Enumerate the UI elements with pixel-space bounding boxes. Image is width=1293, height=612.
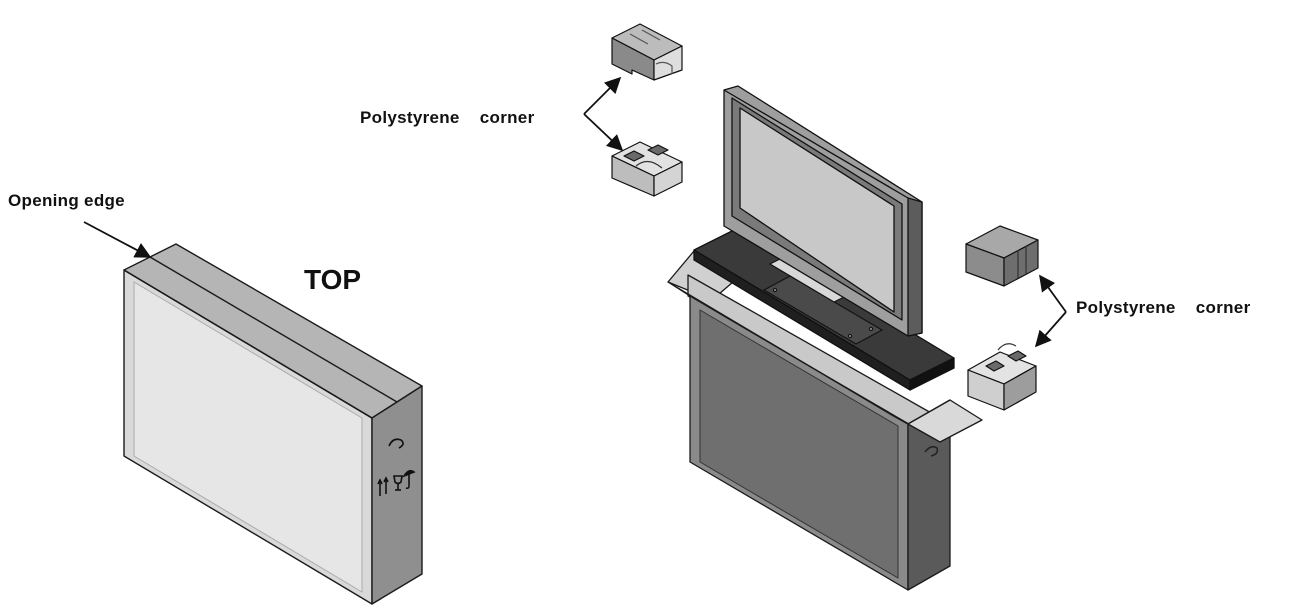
polystyrene-corner-label-right: Polystyrene corner (1076, 298, 1251, 317)
corner-arrow-down-left (583, 113, 624, 152)
polystyrene-corner-top-upper (611, 23, 683, 81)
polystyrene-corner-top-lower (611, 141, 683, 197)
carton-side-face (371, 385, 423, 605)
carton-side-icons (377, 438, 416, 496)
polystyrene-corner-right-lower (967, 343, 1037, 411)
top-label: TOP (304, 264, 362, 295)
keep-dry-umbrella-icon (402, 469, 416, 490)
fragile-glass-icon (393, 475, 403, 491)
open-carton (667, 250, 983, 591)
opening-edge-arrow (83, 221, 152, 258)
stand-plate (762, 275, 884, 345)
carton-opening-seam (149, 256, 398, 403)
this-way-up-icon (377, 476, 389, 496)
polystyrene-corner-label-left: Polystyrene corner (360, 108, 535, 127)
open-carton-front-panel (699, 309, 899, 579)
tv-screen (739, 107, 895, 313)
tray-side-edge (909, 357, 955, 391)
closed-carton (123, 243, 423, 605)
open-carton-handle-icon (924, 445, 939, 457)
opening-edge-label: Opening edge (8, 191, 125, 210)
corner-arrow-up-left (583, 76, 622, 115)
polystyrene-corner-right-upper (965, 225, 1039, 287)
corner-arrow-down-right (1034, 311, 1067, 348)
carton-right-flap (907, 399, 983, 443)
plasma-tv (723, 85, 923, 337)
handle-icon (388, 438, 404, 449)
corner-arrow-up-right (1039, 274, 1067, 313)
tv-side-edge (907, 197, 923, 337)
carton-front-panel (133, 281, 363, 593)
